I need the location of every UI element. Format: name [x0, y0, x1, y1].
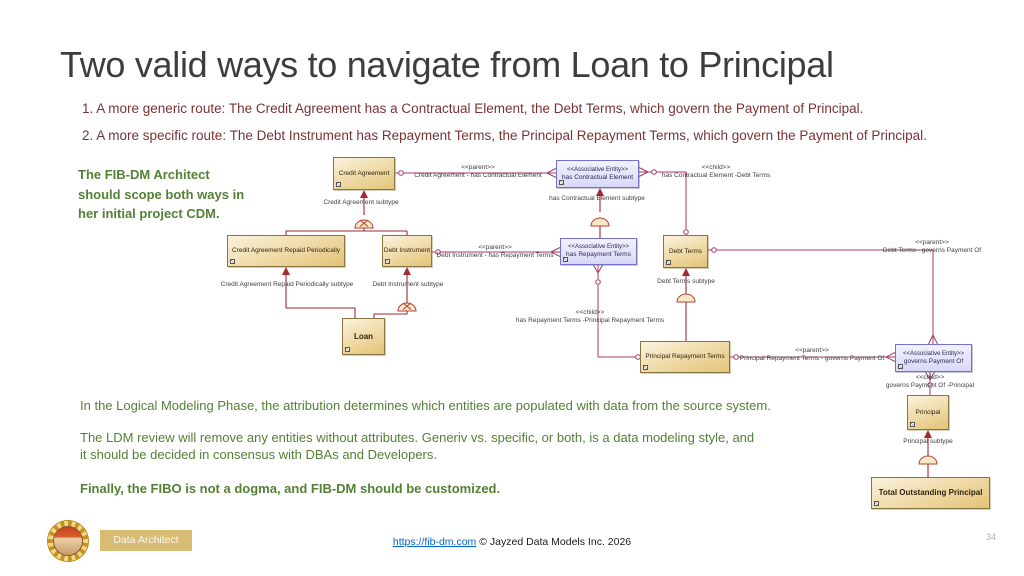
relationship-label-di-hrt: <<parent>> Debt Instrument - has Repayme… [415, 244, 575, 260]
bullet-specific-route: 2. A more specific route: The Debt Instr… [82, 128, 927, 143]
relationship-name: Principal Repayment Terms - governs Paym… [739, 355, 885, 363]
note-fibo-dogma: Finally, the FIBO is not a dogma, and FI… [80, 481, 501, 496]
shortcut-icon [666, 260, 671, 265]
shortcut-icon [898, 364, 903, 369]
shortcut-icon [345, 347, 350, 352]
relationship-stereotype: <<child>> [915, 374, 945, 381]
relationship-name: has Contractual Element -Debt Terms [661, 172, 771, 180]
company-logo [48, 521, 88, 561]
entity-label: has Contractual Element [561, 173, 634, 181]
relationship-label-hce-dt: <<child>> has Contractual Element -Debt … [636, 164, 796, 180]
relationship-name: Debt Instrument - has Repayment Terms [436, 252, 554, 260]
shortcut-icon [643, 365, 648, 370]
entity-label: Loan [353, 331, 374, 341]
footer-text: https://fib-dm.com © Jayzed Data Models … [0, 536, 1024, 548]
entity-label: has Repayment Terms [566, 251, 631, 259]
entity-governs-payment-of: <<Associative Entity>> governs Payment O… [895, 344, 972, 372]
relationship-name: governs Payment Of -Principal [885, 382, 975, 390]
entity-label: Debt Terms [668, 247, 703, 255]
callout-fibdm-architect: The FIB-DM Architect should scope both w… [78, 167, 245, 221]
relationship-label-dt-gpo: <<parent>> Debt Terms - governs Payment … [852, 239, 1012, 255]
entity-label: Total Outstanding Principal [878, 488, 983, 498]
entity-credit-agreement: Credit Agreement [333, 157, 395, 190]
entity-total-outstanding-principal: Total Outstanding Principal [871, 477, 990, 509]
relationship-stereotype: <<parent>> [461, 164, 495, 171]
relationship-label-gpo-principal: <<child>> governs Payment Of -Principal [850, 374, 1010, 390]
bullet-generic-route: 1. A more generic route: The Credit Agre… [82, 101, 864, 116]
shortcut-icon [910, 422, 915, 427]
entity-stereotype: <<Associative Entity>> [567, 244, 630, 251]
entity-debt-instrument: Debt Instrument [382, 235, 432, 267]
persona-badge: Data Architect [100, 530, 192, 551]
page-number: 34 [985, 532, 996, 542]
relationship-stereotype: <<child>> [701, 164, 731, 171]
relationship-stereotype: <<parent>> [478, 244, 512, 251]
subtype-label-has-contractual-element: has Contractual Element subtype [549, 195, 645, 202]
entity-has-contractual-element: <<Associative Entity>> has Contractual E… [556, 160, 639, 188]
entity-stereotype: <<Associative Entity>> [902, 350, 965, 357]
shortcut-icon [385, 259, 390, 264]
relationship-name: Credit Agreement - has Contractual Eleme… [414, 172, 542, 180]
entity-label: Debt Instrument [383, 247, 431, 255]
subtype-label-carp: Credit Agreement Repaid Periodically sub… [220, 281, 354, 288]
fib-dm-link[interactable]: https://fib-dm.com [392, 536, 477, 548]
relationship-label-ca-hce: <<parent>> Credit Agreement - has Contra… [398, 164, 558, 180]
copyright-text: © Jayzed Data Models Inc. 2026 [479, 536, 632, 548]
entity-principal: Principal [907, 395, 949, 430]
entity-label: Credit Agreement [338, 169, 390, 177]
note-ldm-review: The LDM review will remove any entities … [80, 430, 755, 462]
shortcut-icon [559, 180, 564, 185]
logo-face-icon [53, 526, 83, 556]
entity-loan: Loan [342, 318, 385, 355]
note-ldm-phase: In the Logical Modeling Phase, the attri… [80, 398, 771, 413]
subtype-label-debt-instrument: Debt Instrument subtype [372, 281, 444, 288]
subtype-label-credit-agreement: Credit Agreement subtype [323, 199, 399, 206]
relationship-stereotype: <<parent>> [795, 347, 829, 354]
shortcut-icon [336, 182, 341, 187]
entity-label: Principal [915, 408, 941, 416]
relationship-label-prt-gpo: <<parent>> Principal Repayment Terms - g… [722, 347, 902, 363]
subtype-label-principal: Principal subtype [903, 438, 953, 445]
entity-has-repayment-terms: <<Associative Entity>> has Repayment Ter… [560, 238, 637, 265]
relationship-name: has Repayment Terms -Principal Repayment… [515, 317, 665, 325]
entity-credit-agreement-repaid-periodically: Credit Agreement Repaid Periodically [227, 235, 345, 267]
shortcut-icon [563, 257, 568, 262]
page-title: Two valid ways to navigate from Loan to … [60, 44, 834, 85]
relationship-stereotype: <<parent>> [915, 239, 949, 246]
shortcut-icon [230, 259, 235, 264]
shortcut-icon [874, 501, 879, 506]
entity-stereotype: <<Associative Entity>> [566, 166, 629, 173]
subtype-label-debt-terms: Debt Terms subtype [657, 278, 715, 285]
entity-label: Credit Agreement Repaid Periodically [231, 247, 341, 255]
relationship-stereotype: <<child>> [575, 309, 605, 316]
entity-label: Principal Repayment Terms [645, 353, 725, 361]
entity-label: governs Payment Of [903, 357, 964, 365]
entity-debt-terms: Debt Terms [663, 235, 708, 268]
relationship-name: Debt Terms - governs Payment Of [882, 247, 982, 255]
entity-principal-repayment-terms: Principal Repayment Terms [640, 341, 730, 373]
relationship-label-hrt-prt: <<child>> has Repayment Terms -Principal… [505, 309, 675, 325]
